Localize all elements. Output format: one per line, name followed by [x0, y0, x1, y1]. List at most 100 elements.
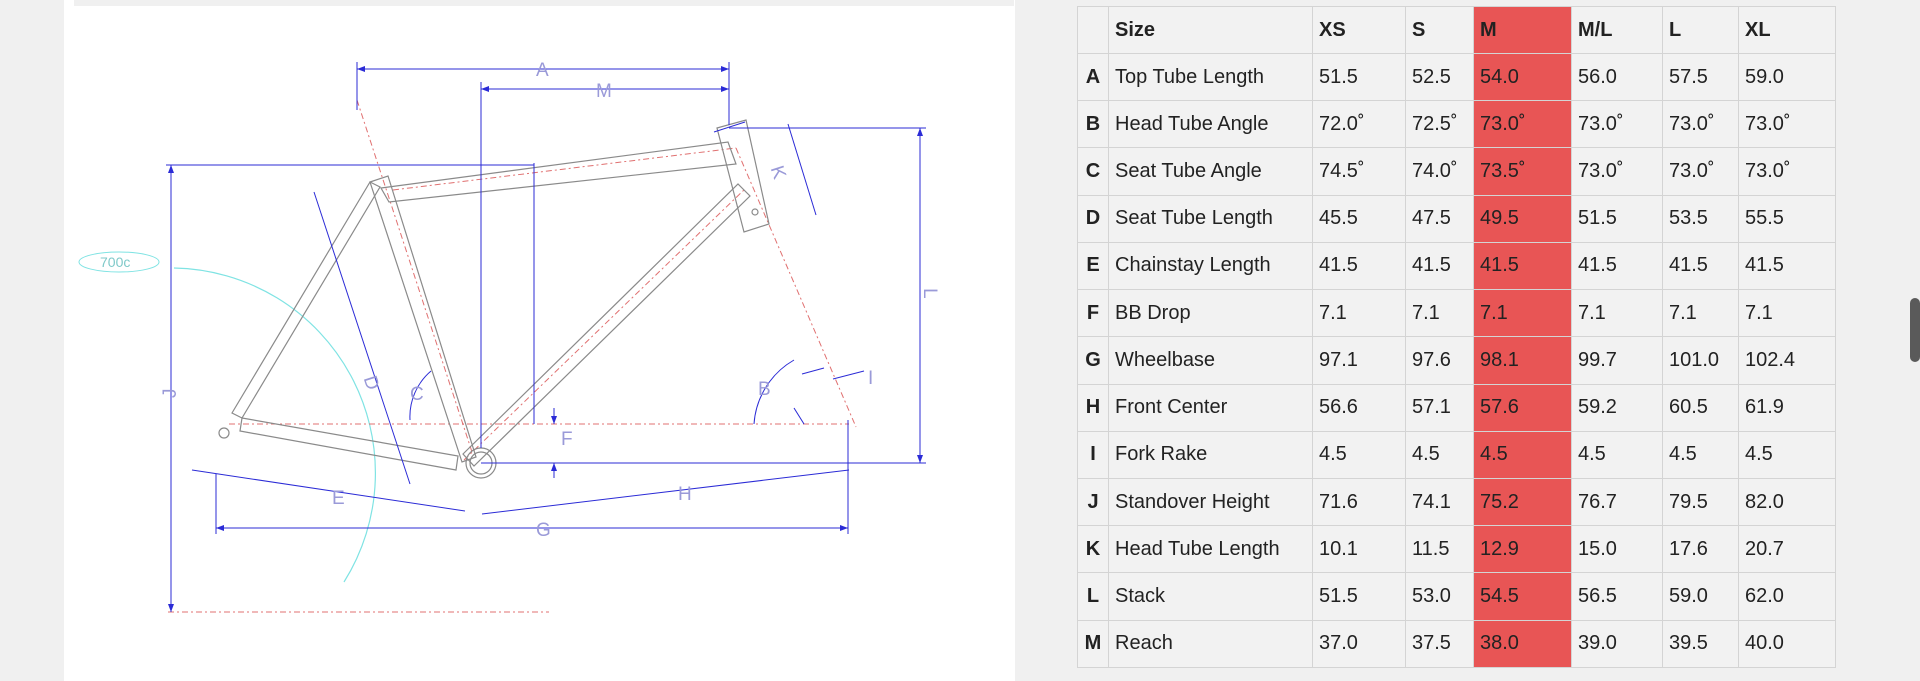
row-value-cell: 10.1	[1312, 525, 1406, 574]
row-value-cell: 57.5	[1662, 52, 1739, 102]
row-letter: J	[1077, 477, 1109, 527]
row-letter: D	[1077, 194, 1109, 243]
row-measurement-name: Seat Tube Length	[1108, 194, 1313, 243]
row-value-cell: 73.0˚	[1571, 100, 1663, 149]
dimension-label-e: E	[332, 488, 345, 509]
row-value-cell: 74.0˚	[1405, 147, 1474, 196]
dimension-label-b: B	[758, 379, 771, 400]
dimension-label-a: A	[536, 60, 549, 81]
dimension-label-f: F	[561, 429, 573, 450]
geometry-diagram-panel: A M K L J D C B I F E H G 700c	[64, 0, 1015, 681]
row-value-cell: 75.2	[1473, 477, 1572, 527]
row-value-cell: 59.0	[1738, 52, 1836, 102]
row-value-cell: 7.1	[1738, 289, 1836, 338]
wheel-size-label: 700c	[100, 254, 130, 270]
row-value-cell: 82.0	[1738, 477, 1836, 527]
row-value-cell: 73.5˚	[1473, 147, 1572, 196]
row-measurement-name: Head Tube Length	[1108, 525, 1313, 574]
row-value-cell: 41.5	[1312, 241, 1406, 291]
row-measurement-name: Fork Rake	[1108, 430, 1313, 479]
row-value-cell: 62.0	[1738, 572, 1836, 621]
row-value-cell: 41.5	[1738, 241, 1836, 291]
dimension-label-m: M	[596, 81, 612, 102]
row-value-cell: 99.7	[1571, 336, 1663, 385]
row-value-cell: 73.0˚	[1662, 147, 1739, 196]
table-header-row: Size XS S M M/L L XL	[1077, 6, 1836, 54]
row-value-cell: 59.0	[1662, 572, 1739, 621]
row-measurement-name: Wheelbase	[1108, 336, 1313, 385]
dimension-label-h: H	[678, 484, 692, 505]
row-value-cell: 41.5	[1662, 241, 1739, 291]
row-value-cell: 97.6	[1405, 336, 1474, 385]
dimension-label-j: J	[160, 389, 181, 399]
header-m: M	[1473, 6, 1572, 54]
row-value-cell: 74.5˚	[1312, 147, 1406, 196]
row-value-cell: 38.0	[1473, 619, 1572, 669]
row-letter: M	[1077, 619, 1109, 669]
row-value-cell: 53.5	[1662, 194, 1739, 243]
row-value-cell: 12.9	[1473, 525, 1572, 574]
panel-top-border	[74, 0, 1014, 6]
row-value-cell: 11.5	[1405, 525, 1474, 574]
row-value-cell: 73.0˚	[1662, 100, 1739, 149]
row-value-cell: 4.5	[1571, 430, 1663, 479]
row-value-cell: 20.7	[1738, 525, 1836, 574]
row-value-cell: 72.0˚	[1312, 100, 1406, 149]
row-letter: A	[1077, 52, 1109, 102]
row-letter: H	[1077, 383, 1109, 432]
row-value-cell: 51.5	[1312, 52, 1406, 102]
row-value-cell: 41.5	[1473, 241, 1572, 291]
row-value-cell: 56.0	[1571, 52, 1663, 102]
row-value-cell: 55.5	[1738, 194, 1836, 243]
frame-geometry-diagram: A M K L J D C B I F E H G 700c	[78, 60, 940, 613]
row-value-cell: 7.1	[1473, 289, 1572, 338]
dimension-label-l: L	[919, 288, 940, 299]
row-value-cell: 97.1	[1312, 336, 1406, 385]
row-letter: B	[1077, 100, 1109, 149]
row-value-cell: 57.6	[1473, 383, 1572, 432]
row-value-cell: 41.5	[1405, 241, 1474, 291]
row-measurement-name: Head Tube Angle	[1108, 100, 1313, 149]
wheel-size-oval	[78, 251, 160, 273]
row-value-cell: 57.1	[1405, 383, 1474, 432]
row-value-cell: 7.1	[1571, 289, 1663, 338]
row-value-cell: 54.5	[1473, 572, 1572, 621]
row-measurement-name: Front Center	[1108, 383, 1313, 432]
row-value-cell: 7.1	[1312, 289, 1406, 338]
row-letter: G	[1077, 336, 1109, 385]
wheel-arc	[173, 267, 376, 583]
dimension-label-c: C	[410, 384, 424, 405]
row-measurement-name: Seat Tube Angle	[1108, 147, 1313, 196]
row-measurement-name: Chainstay Length	[1108, 241, 1313, 291]
header-ml: M/L	[1571, 6, 1663, 54]
row-value-cell: 4.5	[1312, 430, 1406, 479]
row-value-cell: 73.0˚	[1738, 147, 1836, 196]
row-value-cell: 15.0	[1571, 525, 1663, 574]
row-measurement-name: Top Tube Length	[1108, 52, 1313, 102]
row-measurement-name: Stack	[1108, 572, 1313, 621]
row-letter: K	[1077, 525, 1109, 574]
row-value-cell: 54.0	[1473, 52, 1572, 102]
header-xs: XS	[1312, 6, 1406, 54]
header-s: S	[1405, 6, 1474, 54]
row-value-cell: 74.1	[1405, 477, 1474, 527]
row-value-cell: 60.5	[1662, 383, 1739, 432]
dimension-label-d: D	[359, 373, 383, 393]
scrollbar-thumb[interactable]	[1910, 298, 1920, 362]
row-value-cell: 51.5	[1312, 572, 1406, 621]
header-l: L	[1662, 6, 1739, 54]
row-value-cell: 17.6	[1662, 525, 1739, 574]
row-value-cell: 4.5	[1738, 430, 1836, 479]
dimension-label-i: I	[868, 368, 873, 389]
row-value-cell: 59.2	[1571, 383, 1663, 432]
dimension-label-g: G	[536, 520, 551, 541]
